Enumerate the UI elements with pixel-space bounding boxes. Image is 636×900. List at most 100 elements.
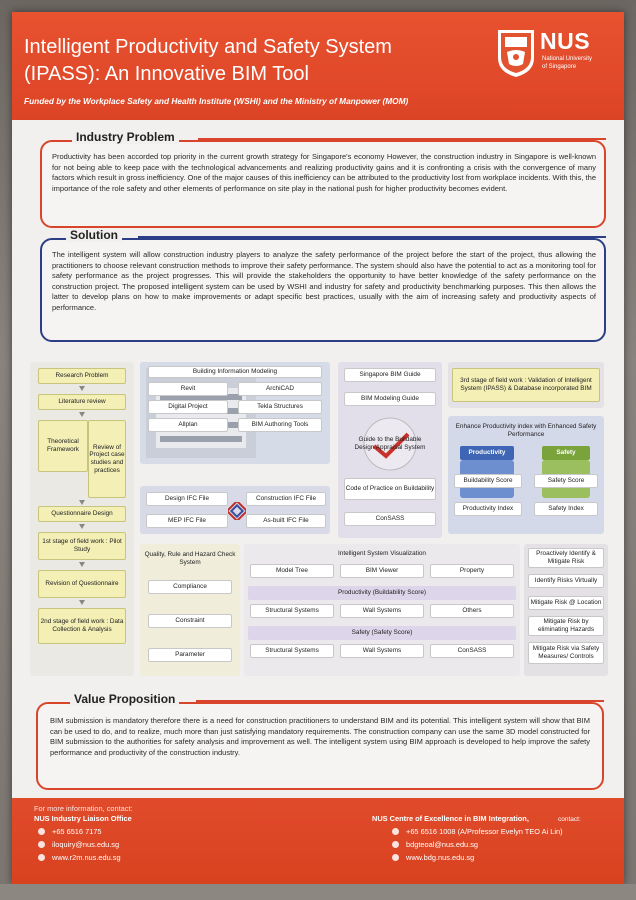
footer-left-email: iloquiry@nus.edu.sg	[52, 840, 120, 849]
phone-icon	[392, 828, 399, 835]
nus-logo-sub1: National University	[542, 56, 593, 62]
research-problem-box: Research Problem	[38, 368, 126, 384]
construction-ifc-box: Construction IFC File	[246, 492, 326, 506]
property-box: Property	[430, 564, 514, 578]
arrow-down-icon	[79, 524, 85, 529]
structural-systems-1: Structural Systems	[250, 604, 334, 618]
stage2-box: 2nd stage of field work : Data Collectio…	[38, 608, 126, 644]
poster-title: Intelligent Productivity and Safety Syst…	[24, 34, 464, 88]
email-icon	[38, 841, 45, 848]
footer-intro: For more information, contact:	[34, 804, 133, 813]
revision-box: Revision of Questionnaire	[38, 570, 126, 598]
checkmark-icon	[363, 417, 417, 471]
consass-box: ConSASS	[430, 644, 514, 658]
archicad-box: ArchiCAD	[238, 382, 322, 396]
poster: Intelligent Productivity and Safety Syst…	[12, 12, 624, 884]
stage3-box: 3rd stage of field work : Validation of …	[452, 368, 600, 402]
singapore-bim-guide-box: Singapore BIM Guide	[344, 368, 436, 382]
funding-note: Funded by the Workplace Safety and Healt…	[24, 96, 409, 106]
authoring-tools-box: BIM Authoring Tools	[238, 418, 322, 432]
enhance-title: Enhance Productivity index with Enhanced…	[455, 423, 597, 438]
footer-right-web: www.bdg.nus.edu.sg	[406, 853, 475, 862]
ifc-logo-icon	[228, 502, 246, 520]
footer-left-web: www.r2m.nus.edu.sg	[52, 853, 121, 862]
industry-problem-box	[40, 140, 606, 228]
safety-measures-box: Mitigate Risk via Safety Measures/ Contr…	[528, 642, 604, 664]
quality-title: Quality, Rule and Hazard Check System	[144, 551, 236, 566]
buildability-score-box: Buildability Score	[454, 474, 522, 488]
code-of-practice-box: Code of Practice on Buildability	[344, 478, 436, 500]
title-line-2: (IPASS): An Innovative BIM Tool	[24, 63, 309, 85]
model-tree-box: Model Tree	[250, 564, 334, 578]
footer-contact: contact:	[558, 816, 581, 823]
literature-review-box: Literature review	[38, 394, 126, 410]
solution-title: Solution	[66, 228, 122, 242]
allplan-box: Allplan	[148, 418, 228, 432]
bim-viewer-box: BIM Viewer	[340, 564, 424, 578]
web-icon	[392, 854, 399, 861]
consass-guide-box: ConSASS	[344, 512, 436, 526]
poster-header: Intelligent Productivity and Safety Syst…	[12, 12, 624, 120]
safety-score-title: Safety (Safety Score)	[248, 626, 516, 640]
floor-shadow	[0, 884, 636, 900]
design-ifc-box: Design IFC File	[146, 492, 228, 506]
productivity-header: Productivity	[460, 446, 514, 460]
revit-box: Revit	[148, 382, 228, 396]
industry-problem-title: Industry Problem	[72, 130, 179, 144]
productivity-index-box: Productivity Index	[454, 502, 522, 516]
asbuilt-ifc-box: As-built IFC File	[246, 514, 326, 528]
solution-box	[40, 238, 606, 342]
buildable-design-guide-box: Guide to the Buildable Design Appraisal …	[354, 436, 426, 451]
arrow-down-icon	[79, 562, 85, 567]
compliance-box: Compliance	[148, 580, 232, 594]
nus-logo: NUS National University of Singapore	[496, 28, 614, 78]
safety-score-box: Safety Score	[534, 474, 598, 488]
poster-footer: For more information, contact: NUS Indus…	[12, 798, 624, 884]
solution-title-rule	[138, 236, 606, 238]
parameter-box: Parameter	[148, 648, 232, 662]
tekla-box: Tekla Structures	[238, 400, 322, 414]
nus-crest-icon	[498, 30, 534, 77]
value-proposition-box	[36, 702, 604, 790]
value-proposition-text: BIM submission is mandatory therefore th…	[50, 716, 590, 757]
arrow-down-icon	[79, 386, 85, 391]
visualization-title: Intelligent System Visualization	[338, 550, 426, 558]
footer-right-email: bdgteoal@nus.edu.sg	[406, 840, 479, 849]
review-project-box: Review of Project case studies and pract…	[88, 420, 126, 498]
system-diagram: Research Problem Literature review Theor…	[24, 354, 612, 676]
bim-title-box: Building Information Modeling	[148, 366, 322, 378]
footer-left-phone: +65 6516 7175	[52, 827, 102, 836]
title-line-1: Intelligent Productivity and Safety Syst…	[24, 36, 392, 58]
stage1-box: 1st stage of field work : Pilot Study	[38, 532, 126, 560]
productivity-score-title: Productivity (Buildability Score)	[248, 586, 516, 600]
footer-office: NUS Industry Liaison Office	[34, 814, 132, 823]
proactive-risk-box: Proactively Identify & Mitigate Risk	[528, 548, 604, 568]
location-risk-box: Mitigate Risk @ Location	[528, 596, 604, 610]
theoretical-framework-box: Theoretical Framework	[38, 420, 88, 472]
others-box: Others	[430, 604, 514, 618]
solution-text: The intelligent system will allow constr…	[52, 250, 596, 312]
email-icon	[392, 841, 399, 848]
digital-project-box: Digital Project	[148, 400, 228, 414]
value-proposition-title: Value Proposition	[70, 692, 180, 706]
identify-risk-box: Identify Risks Virtually	[528, 574, 604, 588]
phone-icon	[38, 828, 45, 835]
eliminating-hazards-box: Mitigate Risk by eliminating Hazards	[528, 616, 604, 636]
value-proposition-title-rule	[196, 700, 604, 702]
arrow-down-icon	[79, 600, 85, 605]
nus-logo-sub2: of Singapore	[542, 64, 577, 70]
mep-ifc-box: MEP IFC File	[146, 514, 228, 528]
footer-centre: NUS Centre of Excellence in BIM Integrat…	[372, 814, 529, 823]
industry-problem-text: Productivity has been accorded top prior…	[52, 152, 596, 193]
footer-right-phone: +65 6516 1008 (A/Professor Evelyn TEO Ai…	[406, 827, 563, 836]
wall-systems-2: Wall Systems	[340, 644, 424, 658]
bim-modeling-guide-box: BIM Modeling Guide	[344, 392, 436, 406]
arrow-down-icon	[79, 500, 85, 505]
web-icon	[38, 854, 45, 861]
arrow-down-icon	[79, 412, 85, 417]
safety-header: Safety	[542, 446, 590, 460]
wall-systems-1: Wall Systems	[340, 604, 424, 618]
safety-index-box: Safety Index	[534, 502, 598, 516]
questionnaire-design-box: Questionnaire Design	[38, 506, 126, 522]
structural-systems-2: Structural Systems	[250, 644, 334, 658]
